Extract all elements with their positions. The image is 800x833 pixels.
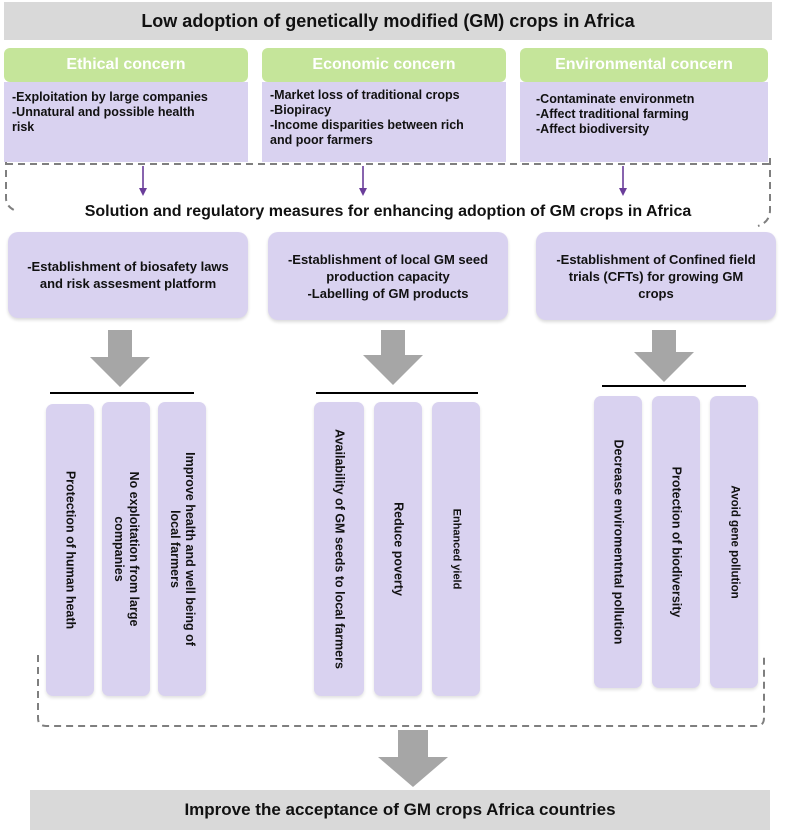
outcome-decrease-pollution: Decrease enviromentntal pollution bbox=[594, 396, 642, 688]
outcome-3-2-line-1: Protection of biodiversity bbox=[669, 466, 684, 618]
economic-item-2: -Biopiracy bbox=[270, 103, 332, 117]
environmental-item-2: -Affect traditional farming bbox=[536, 107, 689, 121]
down-arrow-big-3 bbox=[634, 330, 694, 382]
economic-item-1: -Market loss of traditional crops bbox=[270, 88, 460, 102]
outcome-1-3-line-2: local farmers bbox=[168, 510, 182, 588]
outcome-1-2-line-2: companies bbox=[112, 516, 126, 582]
outcomes-dashed-bracket bbox=[37, 653, 765, 727]
final-result-bar: Improve the acceptance of GM crops Afric… bbox=[30, 790, 770, 830]
divider-line-3 bbox=[602, 385, 746, 387]
outcome-protection-biodiversity: Protection of biodiversity bbox=[652, 396, 700, 688]
economic-item-4: and poor farmers bbox=[270, 133, 373, 147]
outcome-2-1-line-1: Availability of GM seeds to local farmer… bbox=[332, 429, 347, 669]
ethical-item-1: -Exploitation by large companies bbox=[12, 90, 208, 104]
economic-concern-header: Economic concern bbox=[262, 48, 506, 82]
outcome-1-1-line-1: Protection of human heath bbox=[63, 470, 78, 630]
environmental-item-3: -Affect biodiversity bbox=[536, 122, 650, 136]
solution-2-line-2: production capacity bbox=[326, 268, 450, 284]
solution-box-cft: -Establishment of Confined field trials … bbox=[536, 232, 776, 320]
solution-2-line-1: -Establishment of local GM seed bbox=[287, 251, 489, 267]
final-result-text: Improve the acceptance of GM crops Afric… bbox=[184, 800, 616, 819]
solution-title-text: Solution and regulatory measures for enh… bbox=[84, 203, 692, 220]
solution-3-line-1: -Establishment of Confined field bbox=[556, 251, 756, 267]
solution-2-line-3: -Labelling of GM products bbox=[307, 285, 469, 301]
divider-line-1 bbox=[50, 392, 194, 394]
outcome-avoid-gene-pollution: Avoid gene pollution bbox=[710, 396, 758, 688]
environmental-concern-list: -Contaminate environmetn -Affect traditi… bbox=[520, 82, 768, 162]
ethical-item-2: -Unnatural and possible health bbox=[12, 105, 195, 119]
environmental-concern-header: Environmental concern bbox=[520, 48, 768, 82]
outcome-reduce-poverty: Reduce poverty bbox=[374, 402, 422, 696]
down-arrow-big-2 bbox=[363, 330, 423, 385]
outcome-seed-availability: Availability of GM seeds to local farmer… bbox=[314, 402, 364, 696]
outcome-3-3-line-1: Avoid gene pollution bbox=[728, 485, 741, 599]
concerns-dashed-bracket bbox=[5, 158, 15, 211]
economic-concern-list: -Market loss of traditional crops -Biopi… bbox=[262, 82, 506, 162]
solution-1-line-2: and risk assesment platform bbox=[39, 276, 217, 291]
ethical-concern-header: Ethical concern bbox=[4, 48, 248, 82]
main-title-bar: Low adoption of genetically modified (GM… bbox=[4, 2, 772, 40]
down-arrow-small-3 bbox=[619, 166, 627, 196]
down-arrow-big-final bbox=[378, 730, 448, 787]
solution-box-biosafety: -Establishment of biosafety laws and ris… bbox=[8, 232, 248, 318]
main-title: Low adoption of genetically modified (GM… bbox=[141, 10, 635, 31]
outcome-protection-human-health: Protection of human heath bbox=[46, 404, 94, 696]
solution-title: Solution and regulatory measures for enh… bbox=[8, 198, 768, 226]
economic-item-3: -Income disparities between rich bbox=[270, 118, 464, 132]
outcome-enhanced-yield: Enhanced yield bbox=[432, 402, 480, 696]
outcome-3-1-line-1: Decrease enviromentntal pollution bbox=[611, 439, 626, 645]
outcome-improve-health: Improve health and well being of local f… bbox=[158, 402, 206, 696]
down-arrow-small-2 bbox=[359, 166, 367, 196]
divider-line-2 bbox=[316, 392, 478, 394]
down-arrow-big-1 bbox=[90, 330, 150, 387]
solution-3-line-2: trials (CFTs) for growing GM bbox=[568, 268, 744, 284]
outcome-no-exploitation: No exploitation from large companies bbox=[102, 402, 150, 696]
concerns-dashed-bracket-right bbox=[757, 158, 771, 227]
outcome-2-2-line-1: Reduce poverty bbox=[391, 502, 406, 596]
solution-box-seed-production: -Establishment of local GM seed producti… bbox=[268, 232, 508, 320]
ethical-concern-list: -Exploitation by large companies -Unnatu… bbox=[4, 82, 248, 162]
outcome-2-3-line-1: Enhanced yield bbox=[450, 508, 463, 590]
economic-concern-label: Economic concern bbox=[312, 56, 456, 73]
environmental-item-1: -Contaminate environmetn bbox=[536, 92, 695, 106]
ethical-item-3: risk bbox=[12, 120, 35, 134]
ethical-concern-label: Ethical concern bbox=[66, 56, 186, 73]
down-arrow-small-1 bbox=[139, 166, 147, 196]
solution-3-line-3: crops bbox=[638, 285, 674, 301]
environmental-concern-label: Environmental concern bbox=[555, 56, 733, 73]
solution-1-line-1: -Establishment of biosafety laws bbox=[27, 259, 229, 274]
outcome-1-2-line-1: No exploitation from large bbox=[127, 471, 141, 627]
outcome-1-3-line-1: Improve health and well being of bbox=[183, 452, 197, 646]
